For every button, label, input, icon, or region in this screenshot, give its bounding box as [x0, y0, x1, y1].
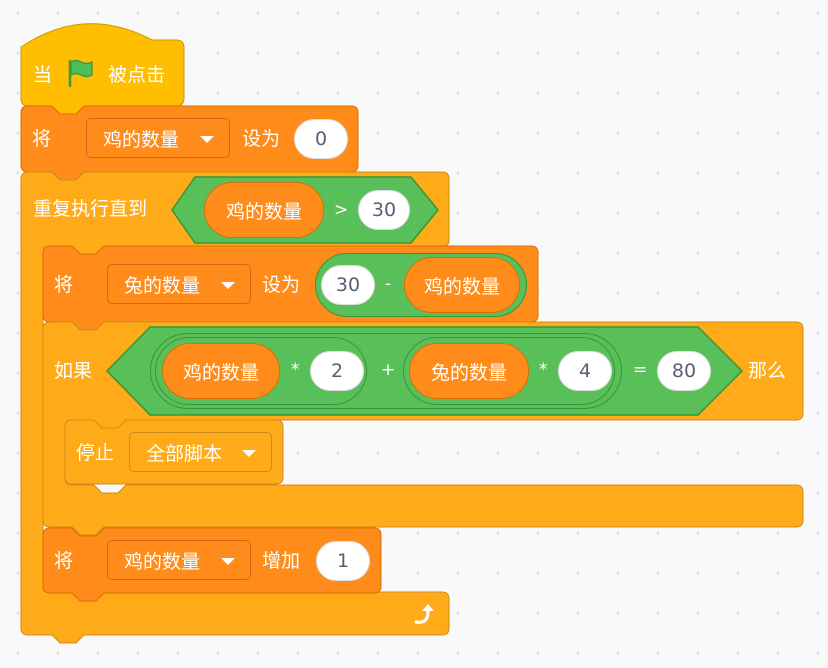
dropdown-caret-icon — [200, 136, 214, 143]
set-to-label: 设为 — [242, 128, 281, 150]
chicken-count-reporter[interactable]: 鸡的数量 — [404, 257, 520, 313]
variable-dropdown[interactable]: 鸡的数量 — [107, 540, 251, 580]
dropdown-caret-icon — [221, 282, 235, 289]
total-heads-input[interactable]: 30 — [321, 265, 375, 305]
change-by-label: 增加 — [262, 550, 301, 572]
green-flag-icon[interactable] — [66, 58, 96, 88]
repeat-until-label: 重复执行直到 — [33, 198, 148, 220]
variable-name: 鸡的数量 — [103, 128, 180, 151]
minus-operator: - — [385, 274, 392, 294]
change-verb: 将 — [54, 550, 74, 572]
dropdown-caret-icon — [221, 558, 235, 565]
repeat-arrow-icon — [414, 604, 434, 624]
if-label: 如果 — [54, 360, 93, 382]
chicken-legs-input[interactable]: 2 — [310, 351, 364, 391]
increment-input[interactable]: 1 — [316, 541, 370, 581]
variable-name: 兔的数量 — [124, 274, 201, 297]
greater-than-operator: > — [334, 200, 349, 220]
multiply-operator: * — [291, 360, 300, 380]
stop-option: 全部脚本 — [146, 442, 223, 465]
chicken-count-reporter[interactable]: 鸡的数量 — [204, 182, 324, 238]
variable-dropdown[interactable]: 鸡的数量 — [86, 118, 230, 158]
limit-input[interactable]: 30 — [358, 190, 410, 230]
total-legs-input[interactable]: 80 — [657, 351, 711, 391]
variable-dropdown[interactable]: 兔的数量 — [107, 264, 251, 304]
dropdown-caret-icon — [242, 450, 256, 457]
chicken-count-reporter[interactable]: 鸡的数量 — [162, 343, 280, 399]
stop-label: 停止 — [76, 442, 115, 464]
stop-option-dropdown[interactable]: 全部脚本 — [129, 432, 272, 472]
then-label: 那么 — [748, 360, 787, 382]
multiply-operator: * — [539, 360, 548, 380]
set-verb: 将 — [54, 274, 74, 296]
when-label: 当 — [33, 64, 53, 86]
set-to-label: 设为 — [262, 274, 301, 296]
plus-operator: + — [381, 360, 396, 380]
clicked-label: 被点击 — [108, 64, 166, 86]
equals-operator: = — [633, 360, 648, 380]
rabbit-count-reporter[interactable]: 兔的数量 — [409, 343, 529, 399]
variable-name: 鸡的数量 — [124, 550, 201, 573]
value-input[interactable]: 0 — [294, 119, 348, 159]
rabbit-legs-input[interactable]: 4 — [558, 351, 612, 391]
set-verb: 将 — [32, 128, 52, 150]
